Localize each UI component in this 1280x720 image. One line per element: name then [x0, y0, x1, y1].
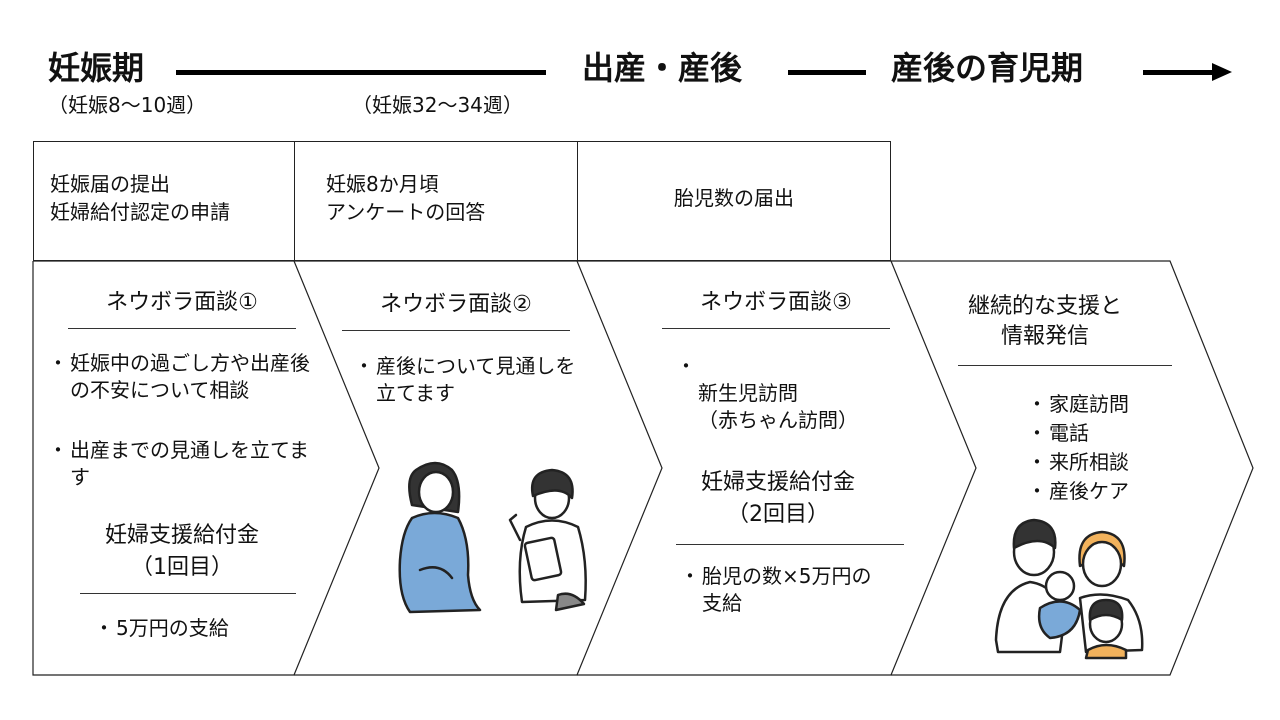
baby-clothes-icon: [1037, 600, 1082, 640]
stage4-bullet-3: ・来所相談: [1027, 450, 1129, 474]
stage2-bullet-1: ・産後について見通しを立てます: [354, 354, 576, 405]
stage1-title-underline: [68, 328, 296, 329]
phase-birth-postpartum: 出産・産後: [582, 49, 743, 87]
child-body-icon: [1084, 643, 1128, 660]
stage3-benefit-underline: [676, 544, 904, 545]
chevron-stage-2: [294, 260, 663, 676]
subtitle-weeks-32-34: （妊娠32～34週）: [352, 93, 523, 117]
step-label-3: 胎児数の届出: [674, 186, 794, 210]
doctor-hair-icon: [530, 468, 574, 500]
stage3-title-underline: [662, 328, 890, 329]
timeline-line-3: [1143, 70, 1215, 75]
timeline-line-1: [176, 70, 546, 75]
mother2-face-icon: [1081, 540, 1123, 588]
stage4-bullet-4: ・産後ケア: [1027, 479, 1129, 503]
stage1-bullet-1: ・妊娠中の過ごし方や出産後の不安について相談: [48, 351, 310, 402]
stage1-title: ネウボラ面談①: [106, 290, 258, 315]
stage4-title: 継続的な支援と 情報発信: [967, 294, 1122, 349]
child-hair-icon: [1088, 598, 1124, 622]
stage1-benefit-title: 妊婦支援給付金 （1回目）: [104, 523, 259, 580]
timeline-line-2: [788, 70, 866, 75]
stage2-title: ネウボラ面談②: [380, 292, 532, 317]
stage3-title: ネウボラ面談③: [700, 290, 852, 315]
father-hair-icon: [1012, 518, 1057, 550]
baby-face-icon: [1044, 570, 1076, 602]
stage4-bullet-2: ・電話: [1027, 421, 1089, 445]
mother-dress-icon: [398, 511, 482, 614]
step-label-2: 妊娠8か月頃 アンケートの回答: [326, 172, 486, 224]
chevron-stage-1: [32, 260, 380, 676]
step-label-1: 妊娠届の提出 妊婦給付認定の申請: [50, 172, 230, 224]
stage3-bullet-1: ・新生児訪問 （赤ちゃん訪問）: [676, 354, 858, 432]
chevron-stage-4: [891, 260, 1254, 676]
stage3-benefit-bullet-1: ・胎児の数×5万円の支給: [680, 564, 872, 615]
stage4-title-underline: [958, 365, 1172, 366]
phase-childcare: 産後の育児期: [891, 49, 1084, 87]
doctor-hand-icon: [508, 513, 522, 542]
phase-pregnancy: 妊娠期: [48, 49, 145, 87]
timeline-arrow-icon: [1212, 63, 1232, 81]
subtitle-weeks-8-10: （妊娠8～10週）: [48, 93, 207, 117]
stage1-bullet-2: ・出産までの見通しを立てます: [48, 438, 309, 489]
stage4-bullet-1: ・家庭訪問: [1027, 392, 1129, 416]
chevron-stage-3: [577, 260, 977, 676]
stage1-benefit-bullet-1: ・5万円の支給: [94, 616, 229, 640]
stage1-benefit-underline: [80, 593, 296, 594]
stage2-title-underline: [342, 330, 570, 331]
clipboard-icon: [523, 536, 563, 582]
stage3-benefit-title: 妊婦支援給付金 （2回目）: [700, 470, 855, 527]
